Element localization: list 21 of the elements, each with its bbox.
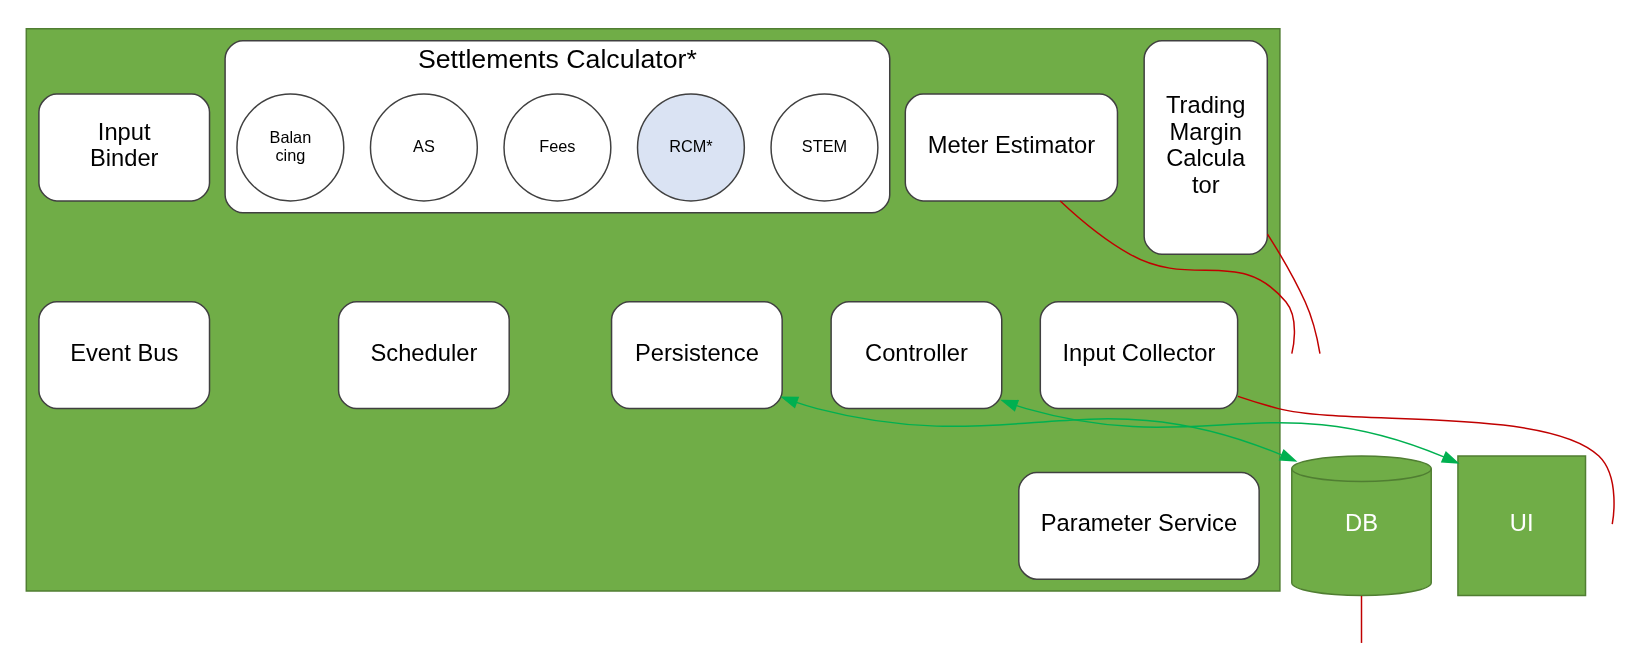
connector	[1237, 395, 1615, 525]
arrow	[780, 396, 1298, 462]
connector	[1266, 232, 1321, 354]
connector	[1059, 199, 1296, 354]
connector	[1360, 594, 1363, 644]
node-circle: Fees	[503, 92, 612, 202]
arrow	[1000, 399, 1460, 464]
node-circle: Balan cing	[236, 92, 345, 202]
node-box: Parameter Service	[1018, 471, 1260, 580]
node-box: Controller	[830, 300, 1003, 409]
node-box: Event Bus	[38, 300, 211, 409]
node-circle: RCM*	[636, 92, 746, 202]
node-box: Input Binder	[38, 92, 211, 202]
node-box: Input Collector	[1039, 300, 1239, 409]
node-circle: STEM	[770, 92, 879, 202]
node-circle: AS	[369, 92, 479, 202]
node-box: Persistence	[610, 300, 783, 409]
node-box: UI	[1457, 454, 1587, 596]
node-box: Trading Margin Calcula tor	[1143, 39, 1269, 255]
node-box: Scheduler	[337, 300, 510, 409]
node-box: Meter Estimator	[904, 92, 1119, 202]
